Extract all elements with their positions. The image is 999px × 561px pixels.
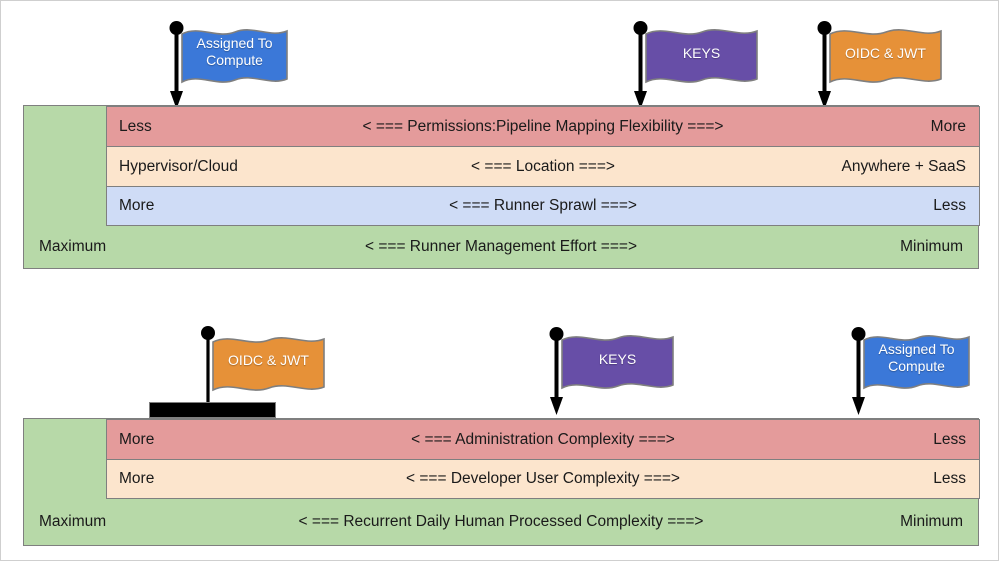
row-axis-label: < === Developer User Complexity ===> <box>406 470 680 487</box>
row-right-label: Less <box>933 197 966 214</box>
row-right-label: Anywhere + SaaS <box>841 157 966 175</box>
bottom-panel-footer: Maximum < === Recurrent Daily Human Proc… <box>24 500 978 544</box>
row-right-label: Less <box>933 430 966 448</box>
row-left-label: More <box>119 430 155 448</box>
footer-left-label: Maximum <box>39 513 107 530</box>
row-right-label: Less <box>933 470 966 487</box>
row-axis-label: < === Permissions:Pipeline Mapping Flexi… <box>362 117 724 135</box>
row-left-label: Hypervisor/Cloud <box>119 157 238 175</box>
row-axis-label: < === Runner Sprawl ===> <box>449 197 637 214</box>
row-left-label: Less <box>119 117 152 135</box>
flag-graphic <box>851 327 970 415</box>
footer-right-label: Minimum <box>900 238 963 255</box>
row-axis-label: < === Administration Complexity ===> <box>411 430 675 448</box>
flag-graphic <box>817 21 942 109</box>
flag-graphic <box>633 21 758 109</box>
flag-graphic <box>201 326 325 408</box>
flag-assigned-to-compute-top: Assigned To Compute <box>169 21 295 113</box>
flag-graphic <box>549 327 674 415</box>
flag-oidc-jwt-bottom: OIDC & JWT <box>196 326 336 411</box>
top-scale-rows: Less < === Permissions:Pipeline Mapping … <box>106 106 980 226</box>
bottom-scale-rows: More < === Administration Complexity ===… <box>106 419 980 499</box>
table-row: More < === Runner Sprawl ===> Less <box>106 186 980 226</box>
footer-axis-label: < === Recurrent Daily Human Processed Co… <box>298 513 704 530</box>
table-row: More < === Administration Complexity ===… <box>106 419 980 459</box>
row-left-label: More <box>119 197 155 214</box>
table-row: Less < === Permissions:Pipeline Mapping … <box>106 106 980 146</box>
flag-assigned-to-compute-bottom: Assigned To Compute <box>851 327 977 419</box>
row-right-label: More <box>930 117 966 135</box>
flag-keys-top: KEYS <box>633 21 765 113</box>
table-row: Hypervisor/Cloud < === Location ===> Any… <box>106 146 980 186</box>
row-left-label: More <box>119 470 155 487</box>
footer-left-label: Maximum <box>39 238 107 255</box>
bottom-scale-panel: More < === Administration Complexity ===… <box>23 418 980 546</box>
flag-graphic <box>169 21 288 109</box>
flag-keys-bottom: KEYS <box>549 327 681 419</box>
row-axis-label: < === Location ===> <box>471 157 615 175</box>
top-panel-footer: Maximum < === Runner Management Effort =… <box>24 227 978 267</box>
footer-axis-label: < === Runner Management Effort ===> <box>364 238 637 255</box>
flag-oidc-jwt-top: OIDC & JWT <box>817 21 949 113</box>
table-row: More < === Developer User Complexity ===… <box>106 459 980 499</box>
flag-pedestal-base <box>149 402 276 418</box>
top-scale-panel: Less < === Permissions:Pipeline Mapping … <box>23 105 980 269</box>
footer-right-label: Minimum <box>900 513 963 530</box>
